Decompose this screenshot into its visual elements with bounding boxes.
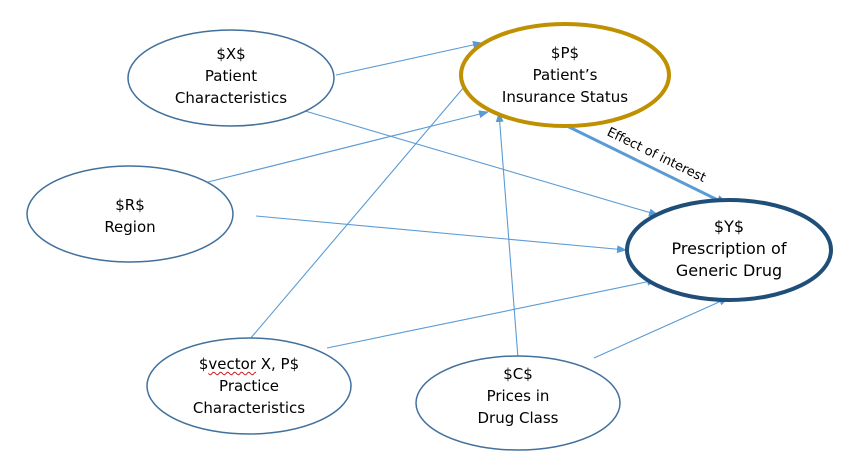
edge-c-to-p xyxy=(495,112,519,359)
node-c-line1: Prices in xyxy=(486,387,550,405)
node-x-symbol: $X$ xyxy=(216,45,246,63)
edge-c-to-y xyxy=(593,297,729,359)
node-c-ellipse xyxy=(415,355,621,451)
node-v-symbol-suffix: X, P$ xyxy=(255,355,300,373)
node-p-line1: Patient’s xyxy=(532,66,598,84)
edge-v-to-y xyxy=(326,277,657,349)
node-y-line2: Generic Drug xyxy=(675,261,783,280)
node-v-symbol-prefix: $ xyxy=(198,355,209,373)
node-r-ellipse xyxy=(26,165,234,263)
edge-v-to-p xyxy=(249,79,471,340)
node-p-ellipse xyxy=(459,22,671,128)
node-y-symbol: $Y$ xyxy=(713,217,745,236)
node-v-line1: Practice xyxy=(219,377,279,395)
node-v-symbol-word: vector xyxy=(208,355,256,373)
node-p-symbol: $P$ xyxy=(550,44,580,62)
node-p-line2: Insurance Status xyxy=(501,88,629,106)
node-r-label: $R$ Region xyxy=(30,194,230,238)
node-p-label: $P$ Patient’s Insurance Status xyxy=(465,42,665,108)
edge-x-to-p xyxy=(335,41,483,76)
edge-p-to-y-effect xyxy=(566,124,730,207)
node-x-line1: Patient xyxy=(204,67,258,85)
node-c-label: $C$ Prices in Drug Class xyxy=(418,363,618,429)
node-y-ellipse xyxy=(625,198,833,302)
node-c-line2: Drug Class xyxy=(477,409,559,427)
edge-r-to-y xyxy=(255,215,627,254)
edge-r-to-p xyxy=(207,110,489,183)
node-y-label: $Y$ Prescription of Generic Drug xyxy=(629,216,829,282)
node-y-line1: Prescription of xyxy=(671,239,787,258)
node-v-label: $vector X, P$ Practice Characteristics xyxy=(149,353,349,419)
node-v-line2: Characteristics xyxy=(192,399,306,417)
node-x-ellipse xyxy=(127,29,335,127)
node-x-line2: Characteristics xyxy=(174,89,288,107)
node-r-line1: Region xyxy=(104,218,156,236)
edge-x-to-y xyxy=(304,110,659,217)
node-x-label: $X$ Patient Characteristics xyxy=(131,43,331,109)
node-c-symbol: $C$ xyxy=(503,365,533,383)
node-v-symbol: $vector X, P$ xyxy=(149,353,349,375)
node-v-ellipse xyxy=(146,337,352,435)
node-r-symbol: $R$ xyxy=(115,196,145,214)
